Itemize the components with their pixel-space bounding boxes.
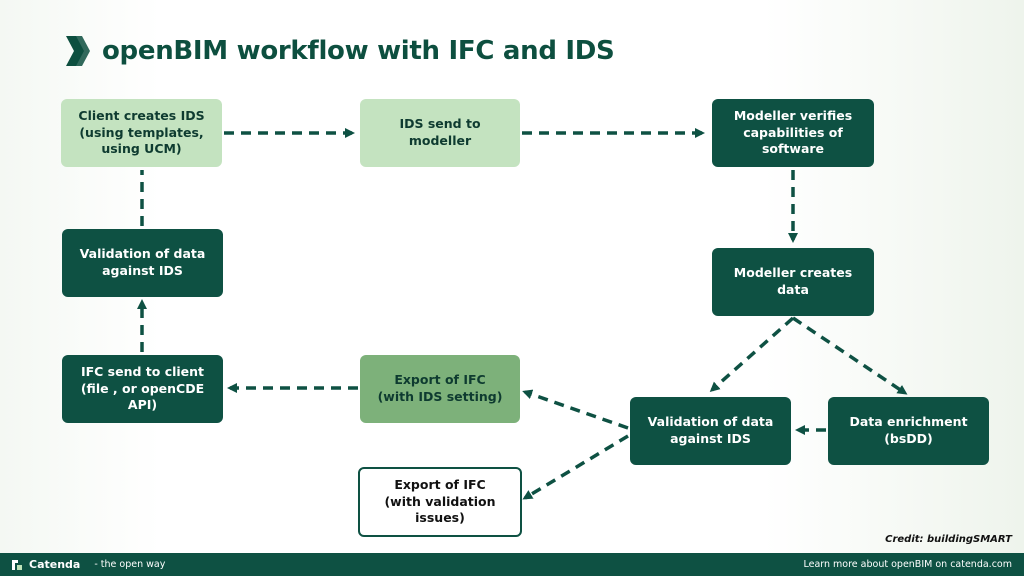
arrow-validation-to-export-ids [522, 389, 629, 430]
learn-more-link[interactable]: Learn more about openBIM on catenda.com [803, 559, 1012, 570]
box-client-creates-ids: Client creates IDS (using templates, usi… [61, 99, 222, 167]
box-data-enrichment: Data enrichment (bsDD) [828, 397, 989, 465]
box-validation-top: Validation of data against IDS [62, 229, 223, 297]
brand-tagline: - the open way [94, 559, 166, 570]
brand[interactable]: Catenda [10, 558, 80, 572]
box-modeller-creates-data: Modeller creates data [712, 248, 874, 316]
brand-name: Catenda [29, 558, 81, 571]
arrow-validation-to-export-issues [522, 434, 629, 500]
box-ifc-send-to-client: IFC send to client (file , or openCDE AP… [62, 355, 223, 423]
box-ids-send-to-modeller: IDS send to modeller [360, 99, 520, 167]
credit-text: Credit: buildingSMART [885, 534, 1012, 545]
box-export-ifc-validation-issues: Export of IFC (with validation issues) [358, 467, 522, 537]
chevron-logo-icon [66, 36, 90, 66]
arrow-creates-to-validation [709, 316, 795, 392]
page-title: openBIM workflow with IFC and IDS [66, 36, 615, 66]
footer-bar: Catenda - the open way Learn more about … [0, 553, 1024, 576]
arrow-creates-to-enrichment [792, 316, 908, 395]
box-export-ifc-ids-setting: Export of IFC (with IDS setting) [360, 355, 520, 423]
box-validation-bottom: Validation of data against IDS [630, 397, 791, 465]
box-modeller-verifies: Modeller verifies capabilities of softwa… [712, 99, 874, 167]
title-text: openBIM workflow with IFC and IDS [102, 36, 615, 66]
catenda-logo-icon [12, 559, 22, 570]
